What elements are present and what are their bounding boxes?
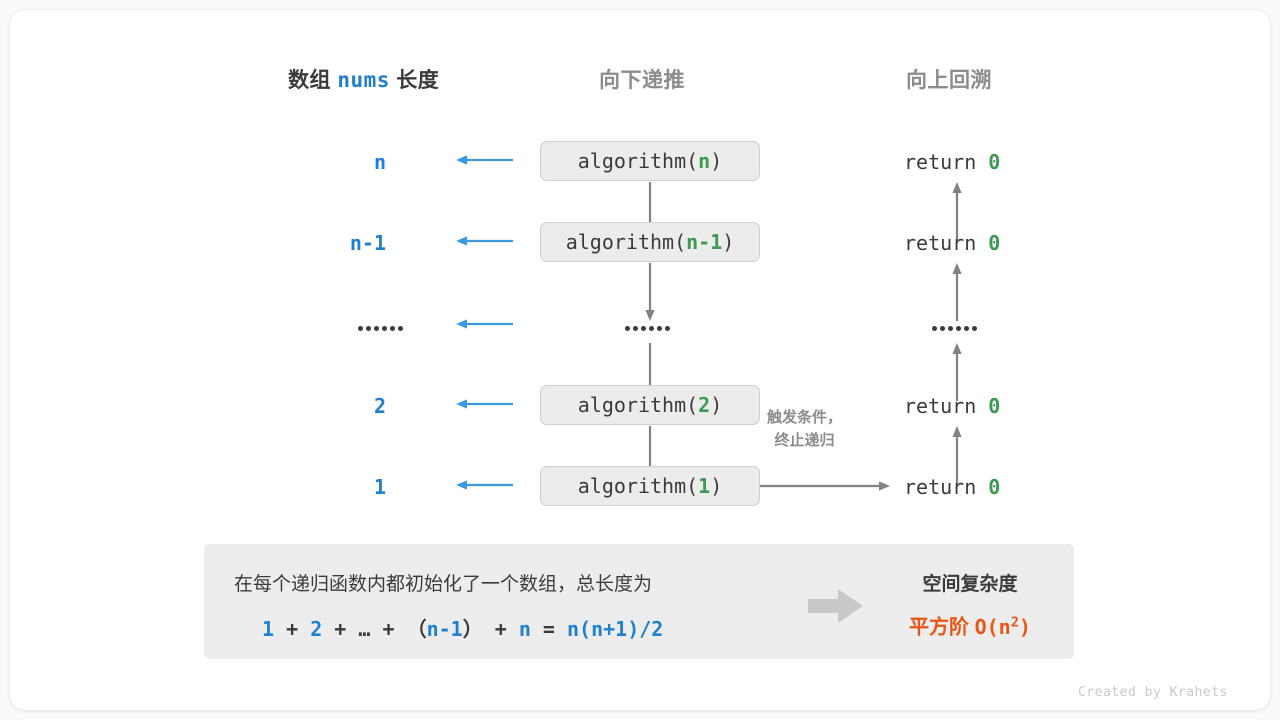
return-label-row-1: return 0 xyxy=(904,233,1000,253)
trigger-condition-note: 触发条件， 终止递归 xyxy=(767,406,842,453)
ellipsis-dots-middle xyxy=(625,326,670,331)
return-value-row-4: 0 xyxy=(988,475,1001,499)
formula-op-3: + xyxy=(382,617,395,641)
call-box-name-row-4: algorithm xyxy=(577,474,687,498)
return-keyword-row-4: return xyxy=(904,475,977,499)
up-arrow-dots-to-1 xyxy=(952,263,962,321)
column-header-backtrack-up: 向上回溯 xyxy=(906,69,992,92)
down-arrow-1-to-dots xyxy=(645,263,655,321)
header-array-suffix: 长度 xyxy=(396,69,440,92)
header-array-code: nums xyxy=(337,68,390,92)
column-header-array-length: 数组 nums 长度 xyxy=(288,68,440,92)
formula-paren-open: （ xyxy=(406,617,427,641)
return-keyword-row-1: return xyxy=(904,231,977,255)
metric-value-exponent: 2 xyxy=(1010,614,1019,630)
size-label-row-3: 2 xyxy=(373,394,386,418)
formula-paren-close: ） xyxy=(462,617,483,641)
call-box-row-3: algorithm(2) xyxy=(540,385,760,425)
return-value-row-1: 0 xyxy=(988,231,1001,255)
formula-op-2: + xyxy=(334,617,347,641)
metric-value-label: 平方阶 xyxy=(909,616,970,639)
formula-term-5: n xyxy=(518,617,531,641)
call-box-arg-row-0: n xyxy=(698,149,711,173)
metric-title: 空间复杂度 xyxy=(922,574,1018,595)
ellipsis-dots-left xyxy=(358,326,403,331)
call-box-name-row-0: algorithm xyxy=(577,149,687,173)
base-case-arrow xyxy=(760,481,890,491)
call-box-name-row-1: algorithm xyxy=(565,230,675,254)
formula-op-1: + xyxy=(286,617,299,641)
left-arrow-row-1 xyxy=(456,236,513,246)
summary-formula: 1 + 2 + … + （n-1） + n = n(n+1)/2 xyxy=(262,619,663,639)
call-box-arg-row-4: 1 xyxy=(698,474,711,498)
return-value-row-3: 0 xyxy=(988,394,1001,418)
call-box-row-0: algorithm(n) xyxy=(540,141,760,181)
formula-result: n(n+1)/2 xyxy=(567,617,664,641)
metric-value-code-end: ) xyxy=(1018,614,1031,639)
call-box-arg-row-1: n-1 xyxy=(686,230,723,254)
ellipsis-dots-right xyxy=(932,326,977,331)
return-label-row-0: return 0 xyxy=(904,152,1000,172)
call-box-name-row-3: algorithm xyxy=(577,393,687,417)
implies-arrow-icon xyxy=(808,589,863,623)
left-arrow-row-dots xyxy=(456,319,513,329)
size-label-row-4: 1 xyxy=(373,475,386,499)
return-label-row-3: return 0 xyxy=(904,396,1000,416)
formula-ellipsis: … xyxy=(358,617,371,641)
footer-credit: Created by Krahets xyxy=(1078,685,1228,700)
up-arrow-2-to-dots xyxy=(952,343,962,401)
trigger-note-line1: 触发条件， xyxy=(767,409,843,426)
trigger-note-line2: 终止递归 xyxy=(774,432,835,450)
up-arrow-base-to-2 xyxy=(952,426,962,484)
header-array-prefix: 数组 xyxy=(288,69,331,92)
return-keyword-row-0: return xyxy=(904,150,977,174)
left-arrow-row-3 xyxy=(456,399,513,409)
summary-panel xyxy=(204,544,1074,659)
call-box-arg-row-3: 2 xyxy=(698,393,711,417)
diagram-stage: 数组 nums 长度 向下递推 向上回溯 n algorithm(n) retu… xyxy=(10,10,1270,710)
diagram-card: 数组 nums 长度 向下递推 向上回溯 n algorithm(n) retu… xyxy=(10,10,1270,710)
formula-term-4: n-1 xyxy=(426,617,463,641)
return-keyword-row-3: return xyxy=(904,394,977,418)
formula-op-4: + xyxy=(494,617,507,641)
return-label-row-4: return 0 xyxy=(904,477,1000,497)
left-arrow-row-0 xyxy=(456,155,513,165)
return-value-row-0: 0 xyxy=(988,150,1001,174)
formula-term-1: 1 xyxy=(262,617,275,641)
call-box-row-1: algorithm(n-1) xyxy=(540,222,760,262)
formula-equals: = xyxy=(542,617,555,641)
column-header-recurse-down: 向下递推 xyxy=(599,69,685,92)
size-label-row-0: n xyxy=(373,150,386,174)
summary-description: 在每个递归函数内都初始化了一个数组，总长度为 xyxy=(234,574,653,595)
formula-term-2: 2 xyxy=(310,617,323,641)
call-box-row-4: algorithm(1) xyxy=(540,466,760,506)
size-label-row-1: n-1 xyxy=(349,231,386,255)
left-arrow-row-4 xyxy=(456,480,513,490)
metric-value-code: O(n xyxy=(974,614,1011,639)
metric-value: 平方阶 O(n2) xyxy=(870,614,1070,639)
up-arrow-1-to-0 xyxy=(952,182,962,240)
